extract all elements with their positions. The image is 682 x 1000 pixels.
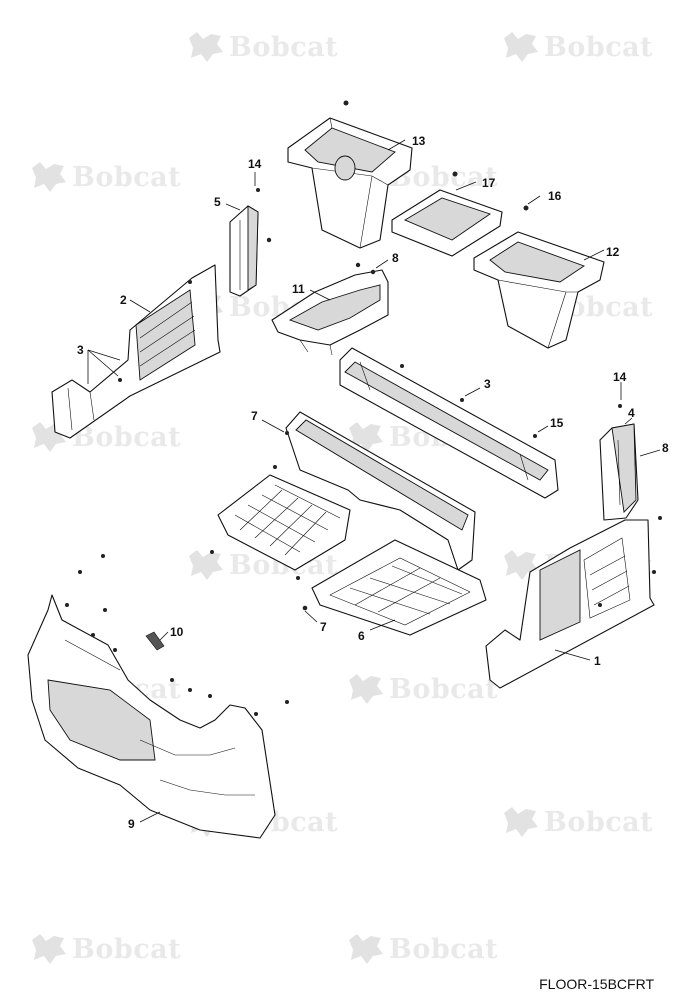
bobcat-logo-icon: [349, 934, 383, 964]
callout-17: 17: [482, 176, 496, 190]
bobcat-logo-icon: [349, 674, 383, 704]
callout-9: 9: [128, 817, 135, 831]
callout-10: 10: [170, 625, 184, 639]
callout-8b: 8: [662, 441, 669, 455]
diagram-id-label: FLOOR-15BCFRT: [539, 976, 654, 992]
part-7-rear-wall: [285, 411, 476, 571]
bobcat-logo-icon: [32, 162, 66, 192]
part-3-channel: [339, 347, 559, 499]
leader-lines: [87, 139, 661, 823]
part-2-left-side-panel: [51, 264, 221, 439]
fasteners: [65, 100, 662, 716]
part-6-floor-panel: [311, 539, 487, 636]
part-9-front-dash: [27, 594, 276, 839]
part-1-right-side-panel: [485, 519, 655, 689]
part-5-bracket: [229, 205, 259, 297]
bobcat-logo-icon: [189, 550, 223, 580]
callout-14b: 14: [613, 370, 627, 384]
callout-13: 13: [412, 134, 426, 148]
callout-4: 4: [628, 406, 635, 420]
watermark: Bobcat: [28, 160, 181, 194]
part-13-storage-bin: [287, 117, 413, 249]
part-12-storage-bin: [473, 231, 605, 349]
bobcat-logo-icon: [189, 32, 223, 62]
callout-7b: 7: [320, 620, 327, 634]
callout-11: 11: [292, 282, 305, 296]
callout-12: 12: [606, 245, 620, 259]
part-17-tray: [391, 189, 503, 257]
callout-1: 1: [594, 654, 601, 668]
callout-15: 15: [550, 416, 564, 430]
callout-16: 16: [548, 189, 562, 203]
part-4-upright-bracket: [599, 423, 639, 521]
callout-5: 5: [214, 195, 221, 209]
watermark: Bobcat: [500, 30, 653, 64]
bobcat-logo-icon: [504, 32, 538, 62]
watermark: Bobcat: [345, 932, 498, 966]
bobcat-logo-icon: [504, 550, 538, 580]
callout-14a: 14: [248, 157, 262, 171]
part-10-clip: [145, 631, 165, 651]
callout-2: 2: [120, 293, 127, 307]
callout-labels: 13 17 16 12 14 5 8 11 2 3 3 15 14 4 8 7 …: [77, 134, 669, 831]
bobcat-logo-icon: [504, 807, 538, 837]
callout-6: 6: [358, 629, 365, 643]
callout-3b: 3: [484, 377, 491, 391]
callout-7a: 7: [251, 409, 258, 423]
watermark: Bobcat: [500, 805, 653, 839]
part-11-support-bracket: [271, 269, 389, 356]
watermark: Bobcat: [185, 30, 338, 64]
watermark: Bobcat: [28, 932, 181, 966]
callout-3a: 3: [77, 343, 84, 357]
bobcat-logo-icon: [32, 934, 66, 964]
watermark: Bobcat: [345, 672, 498, 706]
callout-8a: 8: [392, 251, 399, 265]
part-7-grid-floor: [217, 474, 351, 571]
